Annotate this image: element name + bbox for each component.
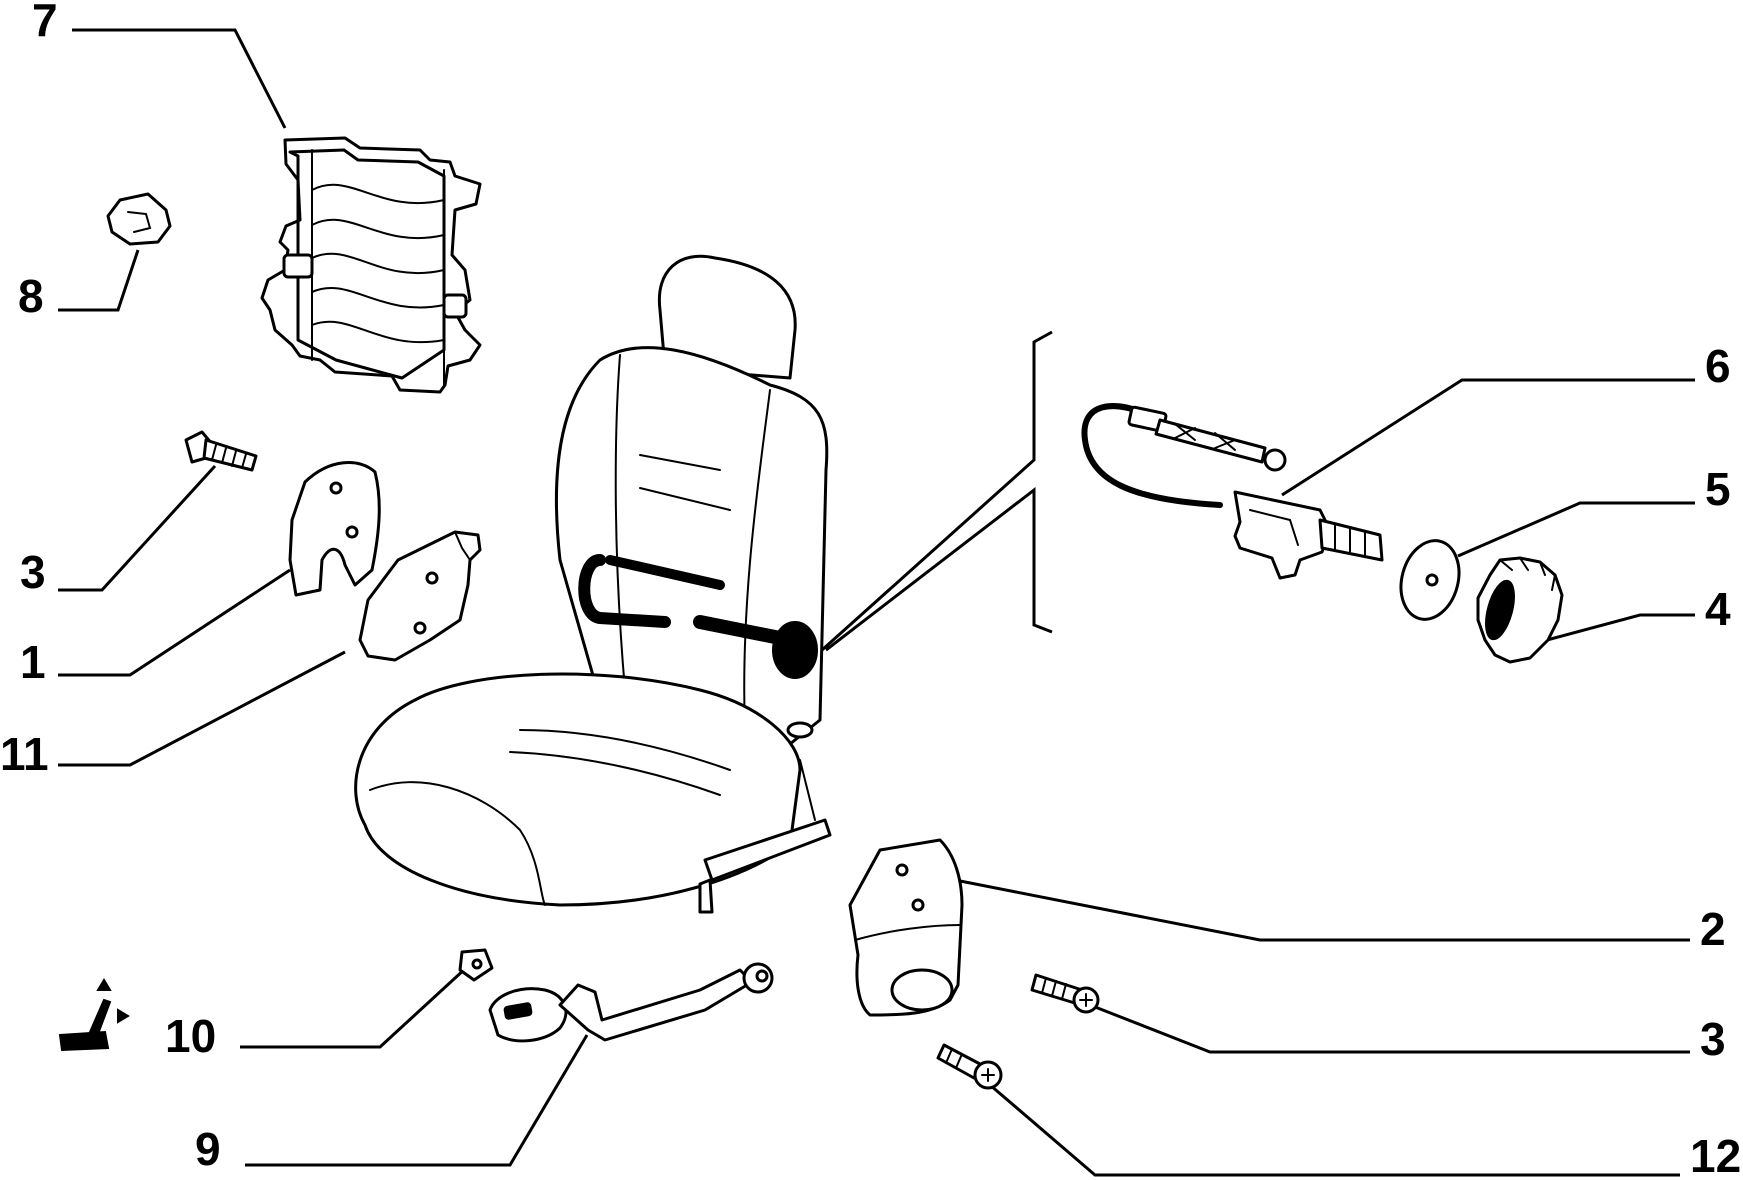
cover-plate-11 [358, 530, 482, 662]
callout-5: 5 [1705, 463, 1731, 515]
callout-10: 10 [165, 1010, 216, 1062]
callout-12: 12 [1690, 1130, 1741, 1180]
knob [1476, 556, 1564, 664]
callout-7: 7 [32, 0, 58, 46]
callout-8: 8 [18, 270, 44, 322]
callout-6: 6 [1705, 340, 1731, 392]
bracket-plate-1 [288, 461, 381, 597]
callout-1: 1 [20, 636, 46, 688]
screw-12 [936, 1043, 1003, 1090]
callout-4: 4 [1705, 583, 1731, 635]
callout-3-left: 3 [20, 546, 46, 598]
clip [106, 192, 172, 246]
spring-frame [260, 136, 482, 394]
callout-3-right: 3 [1700, 1013, 1726, 1065]
adjustment-lever [488, 962, 774, 1043]
washer [1399, 539, 1461, 621]
nut-clip [458, 948, 494, 982]
callout-11: 11 [0, 728, 49, 780]
recliner-mechanism [1081, 403, 1384, 580]
callout-2: 2 [1700, 903, 1726, 955]
seat [354, 254, 832, 914]
screw-right [1030, 973, 1100, 1014]
side-cover-2 [848, 838, 964, 1017]
leader-lines [58, 28, 1695, 1177]
callout-9: 9 [195, 1123, 221, 1175]
bolt-left [184, 430, 258, 472]
seat-adjust-icon [58, 978, 130, 1052]
